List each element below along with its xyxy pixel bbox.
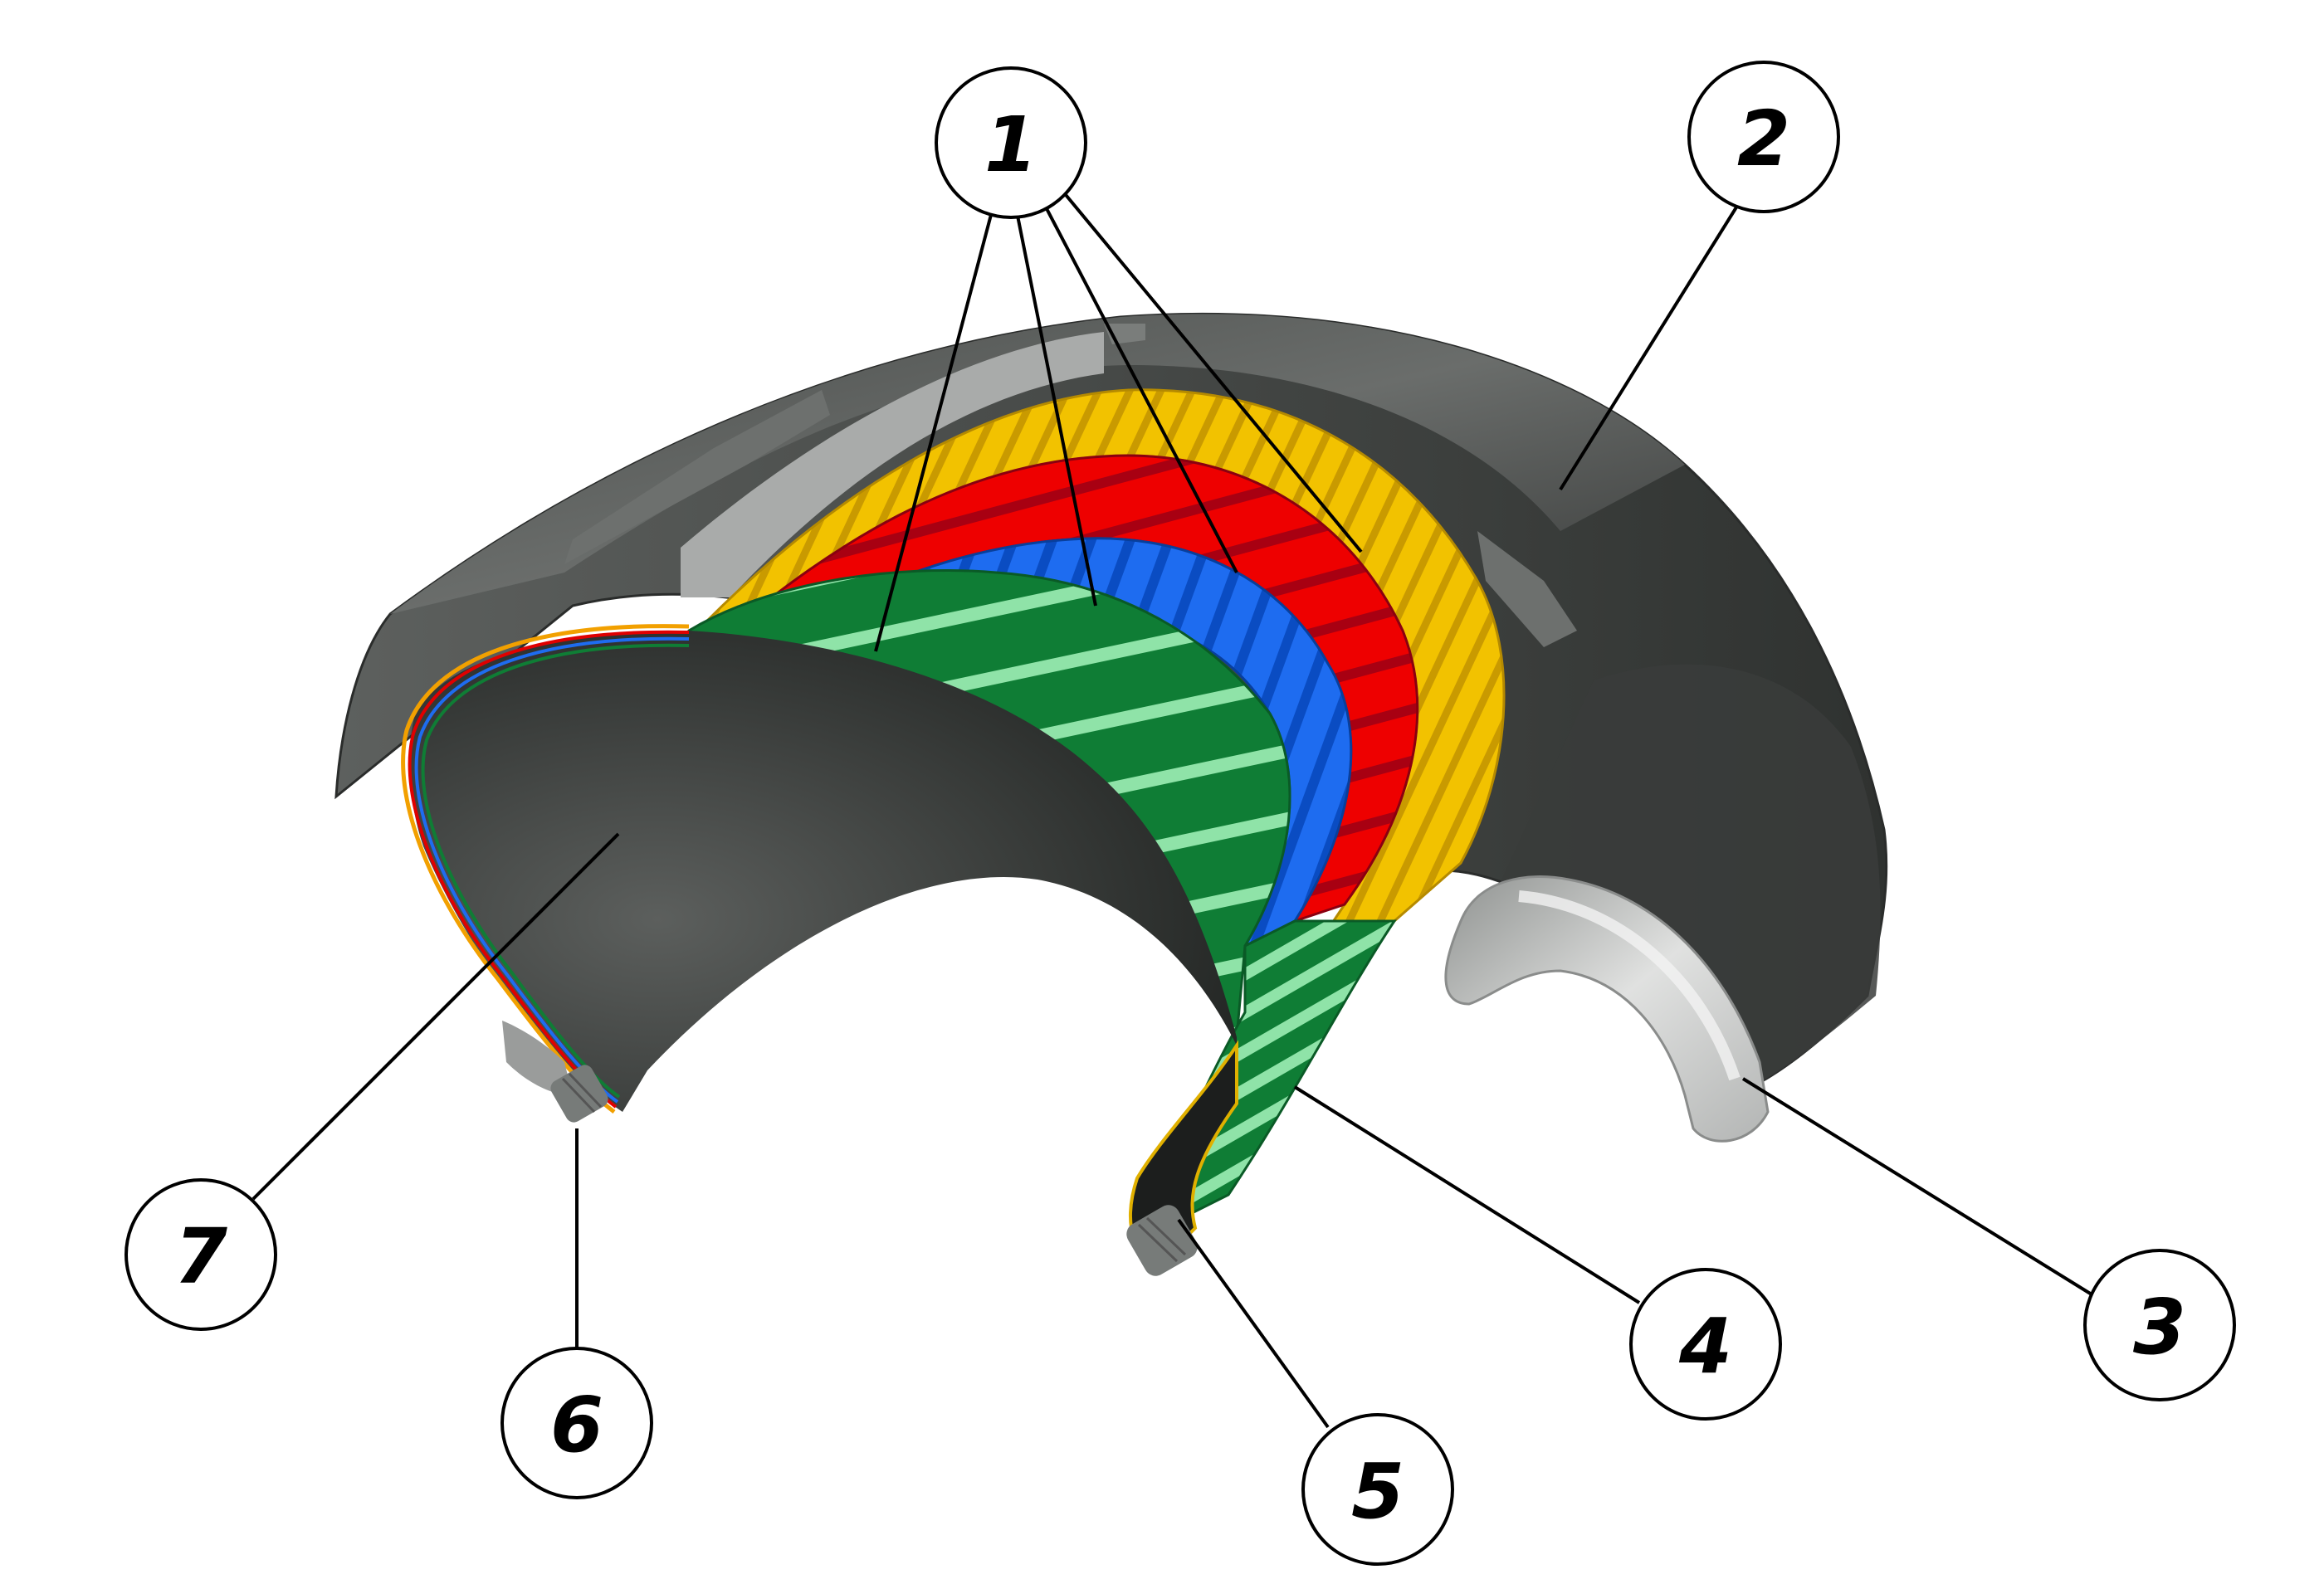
inner-liner <box>409 631 1237 1112</box>
tread-groove <box>564 390 830 564</box>
callout-6-label: 6 <box>550 1381 603 1469</box>
callout-7-label: 7 <box>174 1212 227 1301</box>
callout-1: 1 <box>935 66 1087 219</box>
ply-edge-left-orange <box>401 624 690 1114</box>
callout-2: 2 <box>1687 61 1840 213</box>
callout-1-label: 1 <box>984 100 1038 189</box>
callout-3-label: 3 <box>2133 1283 2186 1372</box>
callout-3: 3 <box>2083 1249 2236 1401</box>
tire-tread-top <box>390 314 1685 614</box>
rim-highlight <box>1518 890 1741 1081</box>
ply-edge-left-blue <box>414 636 690 1104</box>
bead-wrap-green <box>1160 919 1397 1222</box>
ply-edge-left-red <box>408 630 690 1109</box>
leader-lines <box>251 189 2093 1429</box>
callout-6: 6 <box>500 1347 653 1499</box>
sidewall-right <box>1494 664 1881 1087</box>
ply-edge-left-green <box>421 643 690 1099</box>
rim <box>1444 875 1770 1143</box>
callout-2-label: 2 <box>1737 95 1790 183</box>
callout-4: 4 <box>1629 1268 1782 1421</box>
bead-wire-left <box>550 1065 608 1123</box>
callout-5-label: 5 <box>1351 1447 1404 1536</box>
callout-7: 7 <box>124 1178 277 1331</box>
tread-cut-face <box>681 332 1104 597</box>
left-bead-flange <box>502 1021 573 1095</box>
callout-5: 5 <box>1301 1413 1454 1566</box>
callout-4-label: 4 <box>1678 1302 1732 1391</box>
tread-groove-right <box>1477 531 1577 647</box>
